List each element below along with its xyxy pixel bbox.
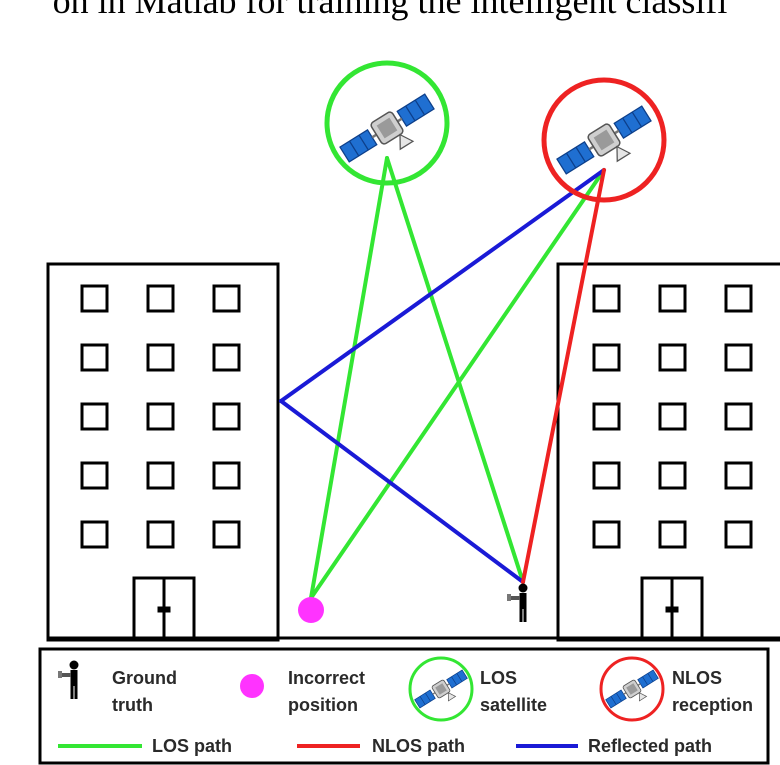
legend-ground-truth-line2: truth [112, 695, 153, 715]
right-building-windows [592, 284, 753, 549]
legend-los-path-label: LOS path [152, 736, 232, 756]
legend-nlos-reception-line2: reception [672, 695, 753, 715]
page-caption: on in Matlab for training the intelligen… [52, 0, 728, 21]
los-path-left-sat-to-incorrect [309, 156, 389, 600]
reflected-path-sat-to-building [279, 168, 606, 403]
signal-paths [279, 156, 606, 600]
legend-incorrect-position-dot [240, 674, 264, 698]
person-icon [507, 583, 528, 622]
legend-los-satellite-line2: satellite [480, 695, 547, 715]
legend: Ground truth Incorrect position LOS sate… [38, 647, 770, 765]
legend-incorrect-position-line1: Incorrect [288, 668, 365, 688]
nlos-satellite-ring [541, 77, 667, 203]
legend-nlos-reception-line1: NLOS [672, 668, 722, 688]
los-path-left-sat-to-receiver [385, 156, 525, 584]
legend-reflected-path-label: Reflected path [588, 736, 712, 756]
legend-nlos-path-label: NLOS path [372, 736, 465, 756]
nlos-path-sat-to-receiver [521, 168, 606, 584]
right-building-door [640, 576, 704, 642]
nlos-satellite [541, 77, 667, 203]
incorrect-position-marker [298, 597, 324, 623]
left-building [46, 262, 280, 642]
los-path-right-sat-to-incorrect [309, 168, 606, 600]
los-satellite [324, 60, 450, 186]
legend-ground-truth-line1: Ground [112, 668, 177, 688]
los-satellite-ring [324, 60, 450, 186]
left-building-windows [80, 284, 241, 549]
satellite-icon [553, 101, 661, 189]
left-building-door [132, 576, 196, 642]
legend-los-satellite-line1: LOS [480, 668, 517, 688]
legend-incorrect-position-line2: position [288, 695, 358, 715]
reflected-path-building-to-receiver [279, 399, 525, 584]
right-building [556, 262, 780, 642]
right-building-outline [556, 262, 780, 642]
